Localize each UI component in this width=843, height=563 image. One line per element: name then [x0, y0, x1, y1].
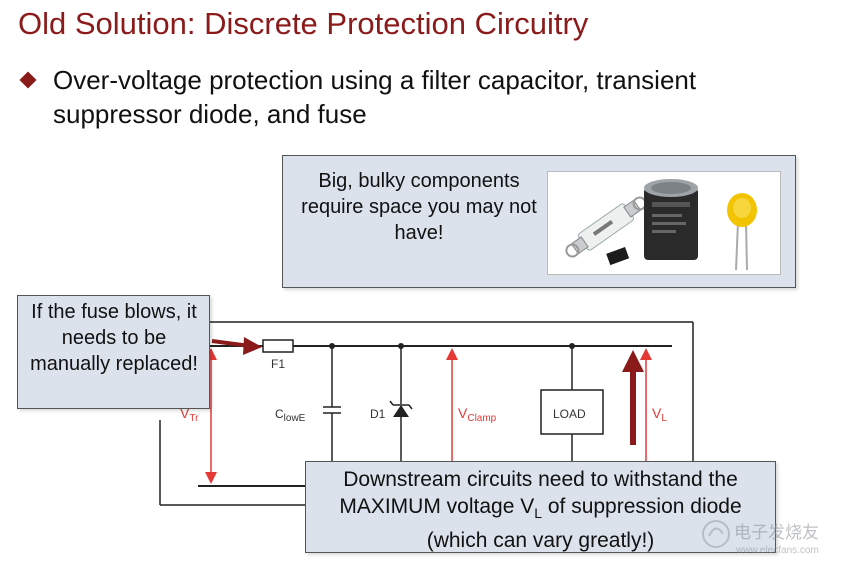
watermark-cn: 电子发烧友 [734, 523, 819, 543]
v-clamp-label: VClamp [458, 405, 497, 424]
fuse-callout: If the fuse blows, it needs to be manual… [17, 295, 210, 409]
downstream-callout: Downstream circuits need to withstand th… [305, 461, 776, 553]
slide-title: Old Solution: Discrete Protection Circui… [18, 6, 589, 41]
capacitor-symbol [323, 343, 341, 462]
load-label: LOAD [553, 407, 586, 421]
watermark-url: www.elecfans.com [735, 545, 819, 556]
v-l-label: VL [652, 405, 667, 424]
emphasis-up-arrow [622, 350, 644, 445]
components-callout: Big, bulky components require space you … [282, 155, 796, 288]
downstream-callout-text: Downstream circuits need to withstand th… [339, 468, 742, 553]
components-photo [547, 171, 781, 275]
fuse-photo-icon [565, 196, 647, 258]
components-callout-text: Big, bulky components require space you … [301, 170, 537, 244]
capacitor-photo-icon [644, 179, 698, 260]
smd-diode-photo-icon [606, 247, 630, 266]
fuse-callout-text: If the fuse blows, it needs to be manual… [30, 301, 198, 375]
ceramic-capacitor-photo-icon [727, 193, 757, 271]
circuit-frame [159, 321, 694, 506]
capacitor-label: ClowE [275, 407, 306, 424]
load-block [540, 343, 604, 462]
fuse-pointer-arrow [211, 337, 262, 355]
v-tr-label: VTr [180, 405, 199, 424]
site-watermark: 电子发烧友 www.elecfans.com [700, 514, 840, 558]
bullet-text: Over-voltage protection using a filter c… [53, 65, 697, 129]
fuse-symbol [262, 339, 294, 353]
components-photo-illustration [565, 179, 757, 271]
watermark-logo-icon: 电子发烧友 www.elecfans.com [702, 520, 819, 556]
diode-label: D1 [370, 407, 386, 421]
tvs-diode-symbol [389, 343, 413, 462]
fuse-label: F1 [271, 357, 285, 371]
